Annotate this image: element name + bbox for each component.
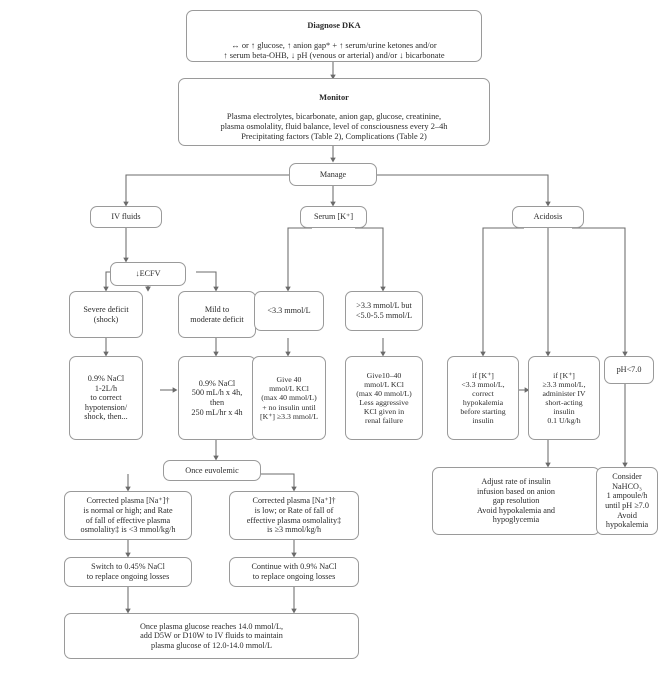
diagnose-line1: ↔ or ↑ glucose, ↑ anion gap* + ↑ serum/u… <box>231 40 437 50</box>
monitor-line1: Plasma electrolytes, bicarbonate, anion … <box>226 112 442 121</box>
node-insulin-hold-low-k: if [K⁺] <3.3 mmol/L, correct hypokalemia… <box>447 356 519 440</box>
node-iv-fluids: IV fluids <box>90 206 162 228</box>
nacl-severe-label: 0.9% NaCl 1-2L/h to correct hypotension/… <box>84 374 128 422</box>
severe-deficit-label: Severe deficit (shock) <box>83 304 129 324</box>
acidosis-label: Acidosis <box>533 212 563 222</box>
node-glucose-target: Once plasma glucose reaches 14.0 mmol/L,… <box>64 613 359 659</box>
node-insulin-administer: if [K⁺] ≥3.3 mmol/L, administer IV short… <box>528 356 600 440</box>
kcl-10-40-label: Give10–40 mmol/L KCl (max 40 mmol/L) Les… <box>356 370 412 426</box>
ph-low-label: pH<7.0 <box>616 365 642 375</box>
node-kcl-10-40: Give10–40 mmol/L KCl (max 40 mmol/L) Les… <box>345 356 423 440</box>
monitor-line2: plasma osmolality, fluid balance, level … <box>220 121 448 131</box>
na-low-label: Corrected plasma [Na⁺]† is low; or Rate … <box>246 496 342 535</box>
na-normal-high-label: Corrected plasma [Na⁺]† is normal or hig… <box>80 496 176 535</box>
serum-k-label: Serum [K⁺] <box>313 212 354 222</box>
consider-bicarb-label: Consider NaHCO₃ 1 ampoule/h until pH ≥7.… <box>605 472 649 530</box>
node-acidosis: Acidosis <box>512 206 584 228</box>
node-decreased-ecfv: ↓ECFV <box>110 262 186 286</box>
iv-fluids-label: IV fluids <box>111 212 141 222</box>
node-severe-deficit: Severe deficit (shock) <box>69 291 143 338</box>
k-mid-label: >3.3 mmol/L but <5.0-5.5 mmol/L <box>355 301 413 320</box>
monitor-title: Monitor <box>319 92 349 102</box>
node-potassium-below-3-3: <3.3 mmol/L <box>254 291 324 331</box>
node-serum-potassium: Serum [K⁺] <box>300 206 367 228</box>
node-once-euvolemic: Once euvolemic <box>163 460 261 481</box>
mild-moderate-deficit-label: Mild to moderate deficit <box>190 304 244 324</box>
node-ph-below-7: pH<7.0 <box>604 356 654 384</box>
node-switch-045-nacl: Switch to 0.45% NaCl to replace ongoing … <box>64 557 192 587</box>
node-continue-09-nacl: Continue with 0.9% NaCl to replace ongoi… <box>229 557 359 587</box>
diagnose-title: Diagnose DKA <box>307 21 361 31</box>
node-potassium-mid-range: >3.3 mmol/L but <5.0-5.5 mmol/L <box>345 291 423 331</box>
kcl-40-label: Give 40 mmol/L KCl (max 40 mmol/L) + no … <box>260 375 318 421</box>
monitor-line3: Precipitating factors (Table 2), Complic… <box>241 131 427 141</box>
diagnose-line2: ↑ serum beta-OHB, ↓ pH (venous or arteri… <box>223 50 445 60</box>
node-consider-bicarbonate: Consider NaHCO₃ 1 ampoule/h until pH ≥7.… <box>596 467 658 535</box>
node-kcl-40: Give 40 mmol/L KCl (max 40 mmol/L) + no … <box>252 356 326 440</box>
node-adjust-insulin-rate: Adjust rate of insulin infusion based on… <box>432 467 600 535</box>
node-nacl-mild: 0.9% NaCl 500 mL/h x 4h, then 250 mL/hr … <box>178 356 256 440</box>
switch-045-label: Switch to 0.45% NaCl to replace ongoing … <box>86 562 170 581</box>
node-mild-moderate-deficit: Mild to moderate deficit <box>178 291 256 338</box>
ecfv-label: ↓ECFV <box>135 269 161 279</box>
insulin-k-low-label: if [K⁺] <3.3 mmol/L, correct hypokalemia… <box>460 370 506 426</box>
nacl-mild-label: 0.9% NaCl 500 mL/h x 4h, then 250 mL/hr … <box>191 378 243 417</box>
once-euvolemic-label: Once euvolemic <box>185 465 239 475</box>
node-sodium-low: Corrected plasma [Na⁺]† is low; or Rate … <box>229 491 359 540</box>
node-sodium-normal-high: Corrected plasma [Na⁺]† is normal or hig… <box>64 491 192 540</box>
insulin-k-ok-label: if [K⁺] ≥3.3 mmol/L, administer IV short… <box>542 370 586 426</box>
glucose-target-label: Once plasma glucose reaches 14.0 mmol/L,… <box>139 621 283 650</box>
manage-label: Manage <box>319 169 347 179</box>
node-monitor: Monitor Plasma electrolytes, bicarbonate… <box>178 78 490 146</box>
adjust-insulin-label: Adjust rate of insulin infusion based on… <box>476 477 556 525</box>
node-manage: Manage <box>289 163 377 186</box>
continue-09-label: Continue with 0.9% NaCl to replace ongoi… <box>251 562 337 581</box>
node-nacl-severe: 0.9% NaCl 1-2L/h to correct hypotension/… <box>69 356 143 440</box>
node-diagnose-dka: Diagnose DKA ↔ or ↑ glucose, ↑ anion gap… <box>186 10 482 62</box>
k-low-label: <3.3 mmol/L <box>267 306 311 316</box>
